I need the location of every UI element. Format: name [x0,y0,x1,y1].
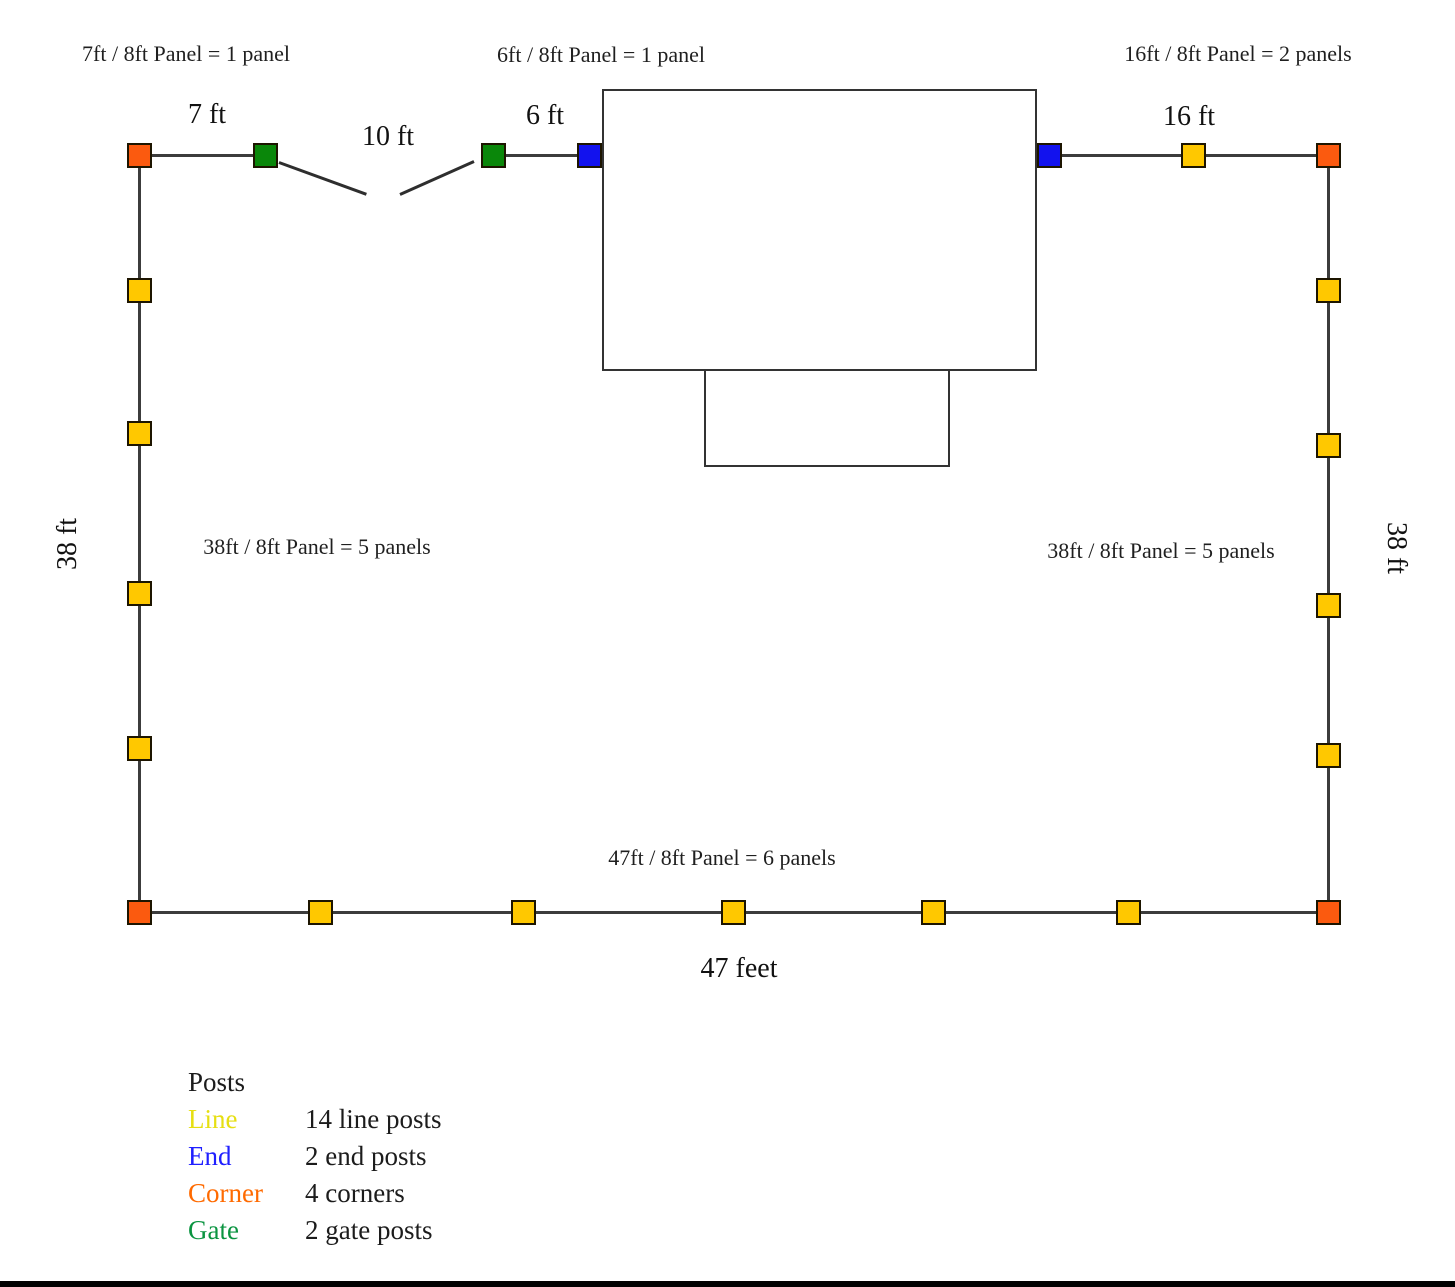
label-left-panel: 38ft / 8ft Panel = 5 panels [203,534,431,559]
legend-desc-gate: 2 gate posts [305,1215,433,1245]
line-post [510,899,536,925]
bottom-border-bar [0,1281,1455,1287]
line-post [126,420,152,446]
line-post [126,735,152,761]
gate-swing-line-right [399,160,475,196]
line-post [1315,432,1341,458]
dim-7ft: 7 ft [187,99,227,130]
legend-key-line: Line [188,1104,238,1134]
corner-post [126,899,152,925]
corner-post [1315,142,1341,168]
line-post [126,580,152,606]
fence-line-top-7ft [139,154,266,157]
end-post [1036,142,1062,168]
legend-row-end: End 2 end posts [188,1138,442,1175]
legend: Posts Line 14 line posts End 2 end posts… [188,1064,442,1249]
dim-16ft: 16 ft [1162,101,1216,132]
line-post [920,899,946,925]
fence-line-top-6ft [493,154,593,157]
end-post [576,142,602,168]
label-right-panel: 38ft / 8ft Panel = 5 panels [1047,538,1275,563]
porch-outline [704,371,950,467]
legend-desc-end: 2 end posts [305,1141,427,1171]
legend-title: Posts [188,1067,246,1097]
gate-post [480,142,506,168]
dim-38ft-left: 38 ft [52,517,83,571]
legend-key-corner: Corner [188,1178,263,1208]
fence-line-right [1327,155,1330,912]
line-post [307,899,333,925]
line-post [126,277,152,303]
line-post [1115,899,1141,925]
dim-38ft-right: 38 ft [1381,521,1412,575]
legend-desc-corner: 4 corners [305,1178,405,1208]
legend-key-gate: Gate [188,1215,239,1245]
legend-key-end: End [188,1141,232,1171]
label-top-left-panel: 7ft / 8ft Panel = 1 panel [82,41,290,66]
line-post [1315,277,1341,303]
label-top-right-panel: 16ft / 8ft Panel = 2 panels [1124,41,1352,66]
gate-swing-line-left [278,161,367,196]
building-outline [602,89,1037,371]
corner-post [126,142,152,168]
dim-47feet: 47 feet [700,953,778,984]
legend-row-corner: Corner 4 corners [188,1175,442,1212]
line-post [1180,142,1206,168]
label-top-mid-panel: 6ft / 8ft Panel = 1 panel [497,42,705,67]
line-post [720,899,746,925]
gate-post [252,142,278,168]
legend-row-gate: Gate 2 gate posts [188,1212,442,1249]
label-bottom-panel: 47ft / 8ft Panel = 6 panels [608,845,836,870]
fence-line-left [138,155,141,912]
corner-post [1315,899,1341,925]
legend-row-line: Line 14 line posts [188,1101,442,1138]
line-post [1315,742,1341,768]
line-post [1315,592,1341,618]
dim-10ft: 10 ft [361,121,415,152]
dim-6ft: 6 ft [525,100,565,131]
legend-desc-line: 14 line posts [305,1104,442,1134]
